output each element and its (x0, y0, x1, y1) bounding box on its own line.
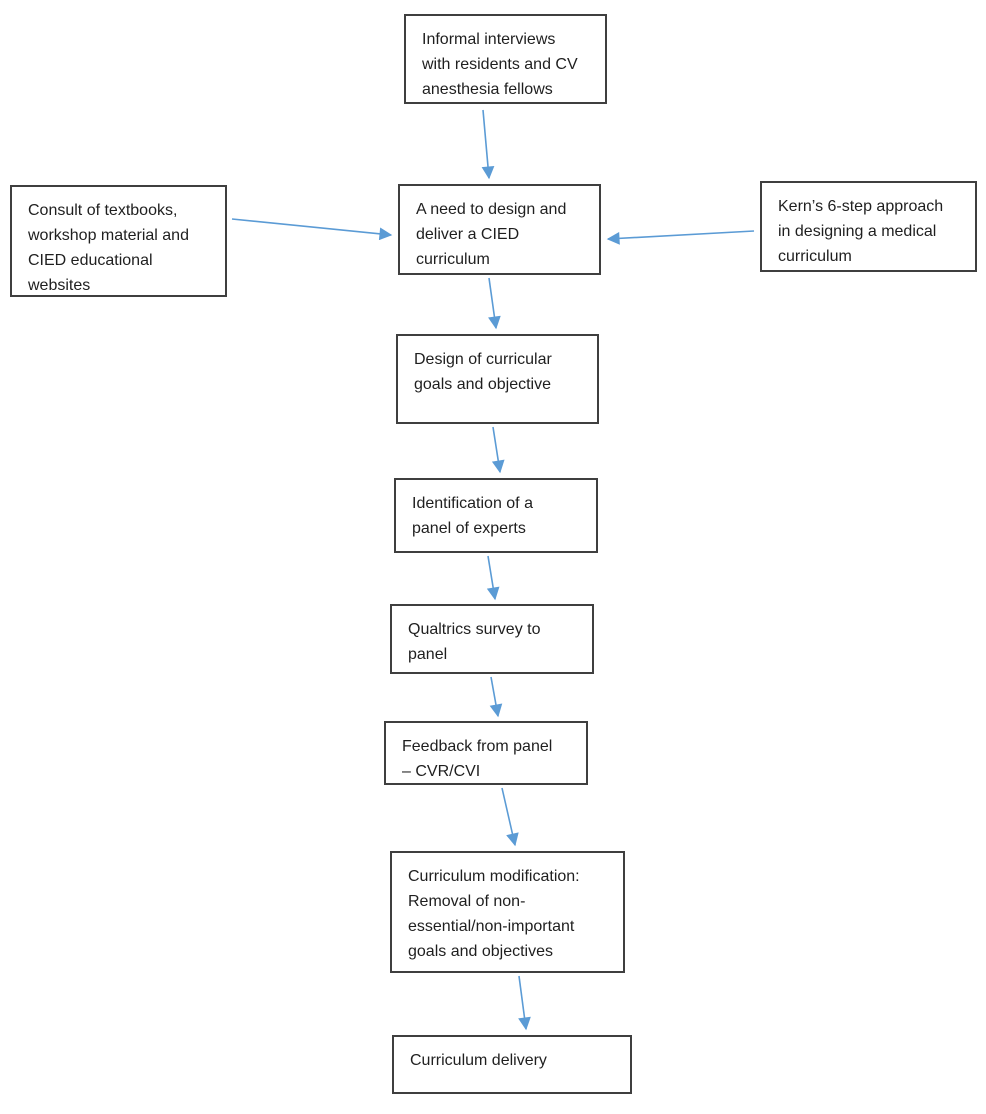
flow-node-label: Curriculum delivery (410, 1052, 547, 1069)
flow-node-label: Informal interviews with residents and C… (422, 31, 578, 98)
flow-node-feedback-panel: Feedback from panel – CVR/CVI (384, 721, 588, 785)
arrow-informal-to-need (481, 109, 495, 180)
flow-node-curriculum-modification: Curriculum modification: Removal of non-… (390, 851, 625, 973)
arrow-consult-to-need (231, 218, 393, 241)
flow-node-label: Qualtrics survey to panel (408, 621, 541, 663)
flow-node-need-curriculum: A need to design and deliver a CIED curr… (398, 184, 601, 275)
flow-node-identification-panel: Identification of a panel of experts (394, 478, 598, 553)
arrow-design-to-identification (491, 426, 505, 474)
flow-node-qualtrics-survey: Qualtrics survey to panel (390, 604, 594, 674)
flow-node-design-goals: Design of curricular goals and objective (396, 334, 599, 424)
flow-node-curriculum-delivery: Curriculum delivery (392, 1035, 632, 1094)
flow-node-label: Curriculum modification: Removal of non-… (408, 868, 580, 960)
flow-node-label: A need to design and deliver a CIED curr… (416, 201, 567, 268)
arrow-qualtrics-to-feedback (489, 676, 503, 718)
flow-node-label: Feedback from panel – CVR/CVI (402, 738, 553, 780)
flow-node-label: Design of curricular goals and objective (414, 351, 552, 393)
arrow-feedback-to-modification (501, 787, 519, 847)
flow-node-label: Identification of a panel of experts (412, 495, 533, 537)
arrow-kern-to-need (606, 230, 755, 245)
arrow-modification-to-delivery (518, 975, 531, 1031)
flow-node-consult-textbooks: Consult of textbooks, workshop material … (10, 185, 227, 297)
flow-node-informal-interviews: Informal interviews with residents and C… (404, 14, 607, 104)
arrow-identification-to-qualtrics (486, 555, 500, 601)
flow-node-kerns-approach: Kern’s 6-step approach in designing a me… (760, 181, 977, 272)
flow-node-label: Kern’s 6-step approach in designing a me… (778, 198, 944, 265)
flow-node-label: Consult of textbooks, workshop material … (28, 202, 189, 294)
arrow-need-to-design (488, 277, 501, 330)
